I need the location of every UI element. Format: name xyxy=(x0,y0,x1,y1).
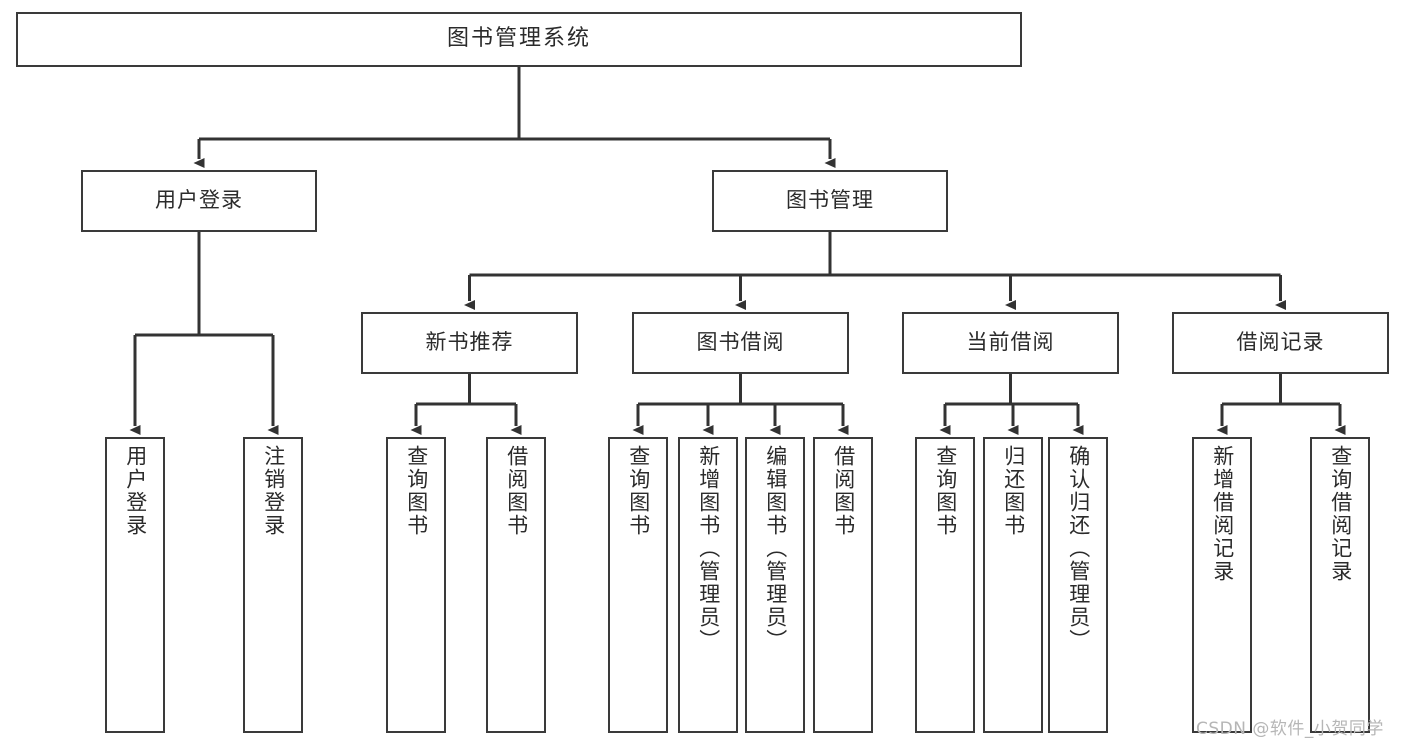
node-label: 图书管理系统 xyxy=(446,26,591,52)
node-label: 新书推荐 xyxy=(425,330,514,355)
node-new-book-recommend[interactable]: 新书推荐 xyxy=(361,312,578,374)
node-leaf-return-book[interactable]: 归还图书 xyxy=(983,437,1043,733)
node-label: 查询图书 xyxy=(626,445,651,537)
node-label: 用户登录 xyxy=(155,188,243,213)
node-borrow-records[interactable]: 借阅记录 xyxy=(1172,312,1389,374)
node-label: 图书管理 xyxy=(786,188,874,213)
node-label: 借阅图书 xyxy=(504,445,529,537)
node-label: 查询图书 xyxy=(404,445,429,537)
node-label: 新增图书（管理员） xyxy=(696,445,721,652)
node-leaf-logout[interactable]: 注销登录 xyxy=(243,437,303,733)
node-leaf-query-book-current[interactable]: 查询图书 xyxy=(915,437,975,733)
node-root[interactable]: 图书管理系统 xyxy=(16,12,1022,67)
node-label: 用户登录 xyxy=(123,445,148,537)
node-leaf-borrow-book-rec[interactable]: 借阅图书 xyxy=(486,437,546,733)
node-leaf-borrow-book[interactable]: 借阅图书 xyxy=(813,437,873,733)
node-leaf-confirm-return[interactable]: 确认归还（管理员） xyxy=(1048,437,1108,733)
csdn-watermark: CSDN @软件_小贺同学 xyxy=(1196,719,1384,739)
node-leaf-user-login[interactable]: 用户登录 xyxy=(105,437,165,733)
node-label: 借阅图书 xyxy=(831,445,856,537)
node-label: 新增借阅记录 xyxy=(1210,445,1235,583)
node-book-borrow[interactable]: 图书借阅 xyxy=(632,312,849,374)
node-label: 确认归还（管理员） xyxy=(1066,445,1091,652)
node-leaf-add-record[interactable]: 新增借阅记录 xyxy=(1192,437,1252,733)
node-book-management[interactable]: 图书管理 xyxy=(712,170,948,232)
node-leaf-query-book-borrow[interactable]: 查询图书 xyxy=(608,437,668,733)
node-leaf-add-book[interactable]: 新增图书（管理员） xyxy=(678,437,738,733)
node-label: 查询图书 xyxy=(933,445,958,537)
node-label: 注销登录 xyxy=(261,445,286,537)
node-label: 图书借阅 xyxy=(696,330,785,355)
node-leaf-query-record[interactable]: 查询借阅记录 xyxy=(1310,437,1370,733)
node-user-login[interactable]: 用户登录 xyxy=(81,170,317,232)
node-leaf-query-book-rec[interactable]: 查询图书 xyxy=(386,437,446,733)
node-label: 查询借阅记录 xyxy=(1328,445,1353,583)
node-label: 归还图书 xyxy=(1001,445,1026,537)
node-label: 当前借阅 xyxy=(966,330,1055,355)
node-label: 借阅记录 xyxy=(1236,330,1325,355)
node-leaf-edit-book[interactable]: 编辑图书（管理员） xyxy=(745,437,805,733)
node-current-borrow[interactable]: 当前借阅 xyxy=(902,312,1119,374)
node-label: 编辑图书（管理员） xyxy=(763,445,788,652)
